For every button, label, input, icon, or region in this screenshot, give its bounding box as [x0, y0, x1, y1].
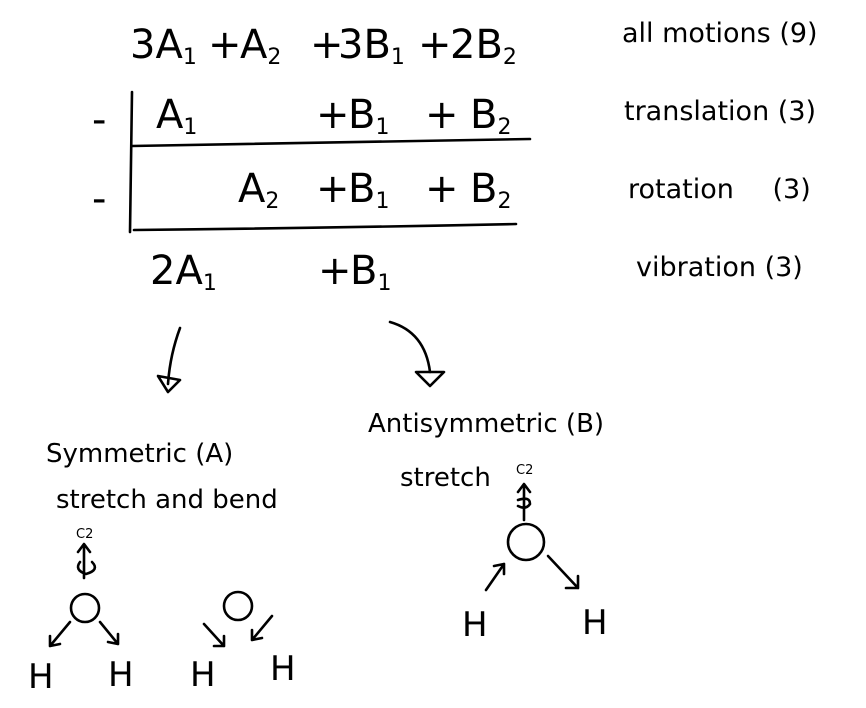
arrowhead-icon [414, 370, 446, 388]
arrowhead-icon [156, 374, 182, 394]
term-b1: B1 [348, 166, 389, 214]
plus-sign: + [310, 22, 344, 68]
hydrogen-atom: H [108, 655, 134, 695]
row-translation: - A1 + B1 + B2 translation (3) [92, 92, 816, 143]
bracket-vertical-line [128, 90, 134, 234]
arrow-to-antisymmetric [388, 320, 432, 374]
term-a2: A2 [240, 22, 281, 70]
row-vibration: 2A1 + B1 vibration (3) [150, 248, 803, 296]
symmetric-title: Symmetric (A) [46, 439, 233, 469]
displacement-arrow-icon [484, 562, 506, 592]
hydrogen-atom: H [582, 603, 608, 643]
row-rotation: - A2 + B1 + B2 rotation (3) [92, 166, 811, 222]
plus-sign: + [425, 166, 459, 212]
underline-translation [130, 137, 532, 148]
c2-axis-arrow-icon [516, 482, 532, 522]
oxygen-atom [506, 522, 546, 562]
minus-sign: - [92, 176, 106, 222]
term-2a1: 2A1 [150, 248, 217, 296]
c2-axis-label: C2 [76, 527, 93, 542]
displacement-arrow-icon [48, 620, 72, 648]
row-all-motions: 3A1 + A2 + 3B1 + 2B2 all motions (9) [130, 18, 818, 70]
displacement-arrow-icon [98, 620, 120, 646]
term-b1: B1 [350, 248, 391, 296]
hydrogen-atom: H [462, 605, 488, 645]
plus-sign: + [316, 92, 350, 138]
arrow-to-symmetric [166, 326, 182, 386]
hydrogen-atom: H [190, 655, 216, 695]
oxygen-atom [69, 592, 101, 624]
rotation-marker-icon [516, 497, 532, 509]
minus-sign: - [92, 97, 106, 143]
c2-axis-label: C2 [516, 463, 533, 478]
hydrogen-atom: H [28, 657, 54, 697]
displacement-arrow-icon [250, 614, 274, 642]
molecule-bend: H H [190, 590, 296, 695]
molecule-symmetric-stretch: C2 H H [28, 527, 134, 697]
term-3a1: 3A1 [130, 22, 197, 70]
plus-sign: + [425, 92, 459, 138]
label-translation: translation (3) [624, 96, 816, 127]
term-b1: B1 [348, 92, 389, 140]
symmetric-subtitle: stretch and bend [56, 485, 278, 515]
oxygen-atom [222, 590, 254, 622]
term-2b2: 2B2 [450, 22, 517, 70]
term-a1: A1 [156, 92, 197, 140]
antisymmetric-subtitle: stretch [400, 463, 491, 493]
plus-sign: + [418, 22, 452, 68]
term-a2: A2 [238, 166, 279, 214]
term-b2: B2 [470, 92, 511, 140]
label-all-motions: all motions (9) [622, 18, 818, 49]
hydrogen-atom: H [270, 649, 296, 689]
displacement-arrow-icon [202, 622, 226, 648]
term-b2: B2 [470, 166, 511, 214]
plus-sign: + [316, 166, 350, 212]
label-vibration: vibration (3) [636, 252, 803, 283]
antisymmetric-title: Antisymmetric (B) [368, 409, 604, 439]
plus-sign: + [208, 22, 242, 68]
plus-sign: + [318, 248, 352, 294]
molecule-antisymmetric-stretch: C2 H H [462, 463, 608, 645]
term-3b1: 3B1 [338, 22, 405, 70]
underline-rotation [132, 222, 518, 232]
rotation-marker-icon [76, 560, 97, 576]
displacement-arrow-icon [546, 554, 580, 590]
label-rotation: rotation (3) [628, 174, 811, 205]
